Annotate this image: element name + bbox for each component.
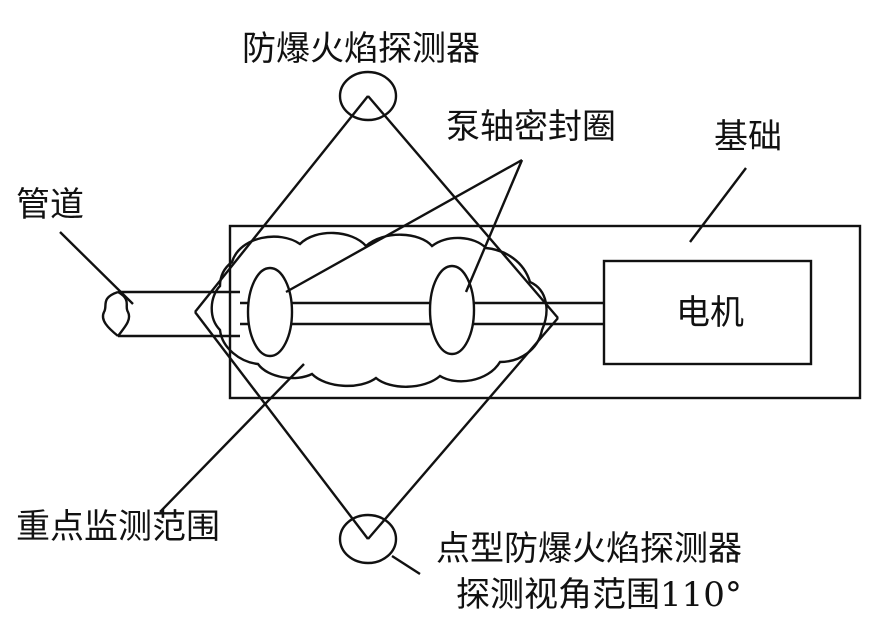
label-motor: 电机: [676, 293, 744, 333]
bottom-detector-icon: [338, 513, 398, 565]
label-seal: 泵轴密封圈: [446, 107, 616, 147]
label-bottom-detector-line1: 点型防爆火焰探测器: [436, 529, 742, 569]
pipe: [101, 290, 240, 338]
foundation-rect: [228, 224, 862, 400]
seal-ring-right: [428, 264, 476, 356]
top-detector-icon: [338, 70, 398, 122]
seal-leader-left: [285, 158, 523, 294]
label-focus-area: 重点监测范围: [16, 507, 220, 547]
label-bottom-detector-line2: 探测视角范围110°: [456, 575, 742, 615]
monitoring-area-cloud: [210, 231, 548, 388]
focus-area-leader: [159, 363, 305, 513]
bottom-detector-leader: [391, 554, 421, 576]
foundation-leader: [689, 167, 747, 243]
detection-view-cones: [194, 95, 559, 540]
label-foundation: 基础: [714, 117, 782, 157]
leader-lines: [59, 158, 747, 576]
seal-ring-left: [246, 266, 294, 358]
label-pipe: 管道: [16, 185, 84, 225]
motor-box: [602, 259, 813, 366]
pipe-leader: [59, 231, 134, 305]
pipe-break-end: [101, 290, 119, 337]
seal-leader-right: [464, 159, 524, 293]
label-top-detector: 防爆火焰探测器: [242, 29, 480, 69]
